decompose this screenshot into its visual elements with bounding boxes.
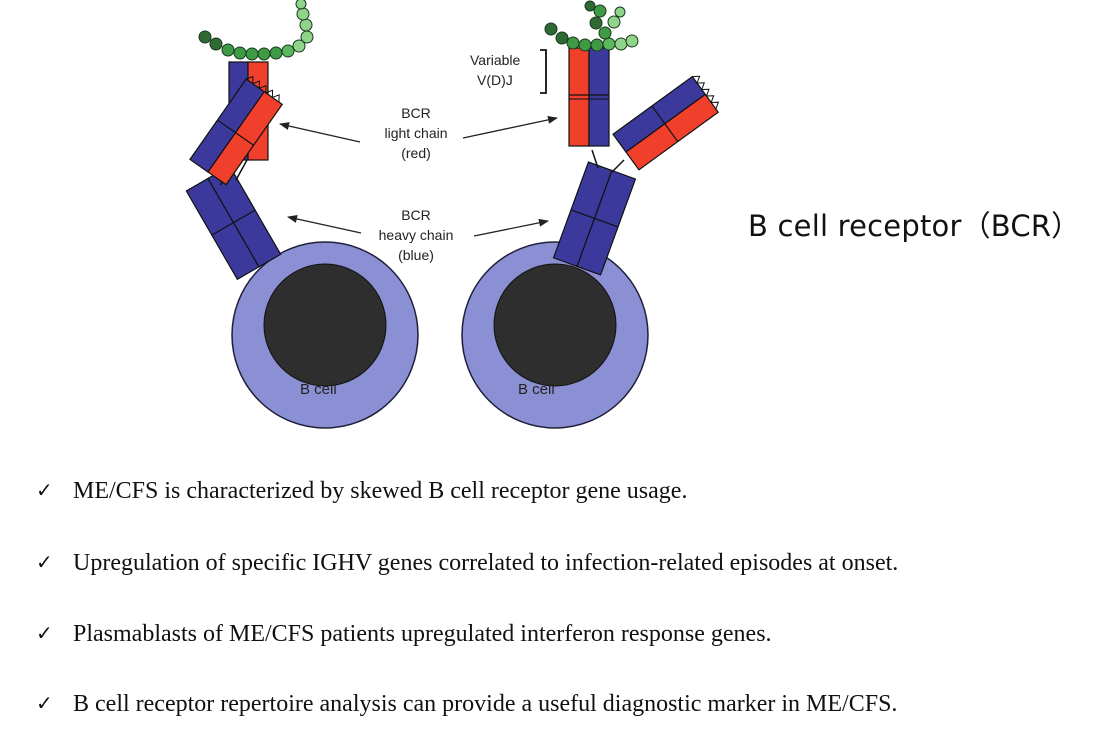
light-chain-arrow-right (462, 115, 558, 139)
right-cell-nucleus (493, 263, 617, 387)
finding-text: ME/CFS is characterized by skewed B cell… (73, 478, 688, 504)
left-diagonal-arm (189, 75, 284, 186)
right-b-cell: B cell (461, 241, 649, 429)
finding-text: B cell receptor repertoire analysis can … (73, 691, 898, 717)
variable-label-line1: Variable (470, 52, 521, 68)
heavy-chain-line1: BCR (401, 207, 431, 223)
check-icon: ✓ (36, 621, 53, 645)
left-cell-nucleus (263, 263, 387, 387)
heavy-chain-line2: heavy chain (379, 227, 454, 243)
finding-text: Plasmablasts of ME/CFS patients upregula… (73, 621, 772, 647)
bcr-diagram: B cell (185, 0, 720, 429)
light-chain-arrow-left (279, 122, 361, 143)
bcr-title: B cell receptor（BCR） (748, 209, 1081, 243)
finding-text: Upregulation of specific IGHV genes corr… (73, 550, 899, 576)
heavy-chain-annotation: BCR heavy chain (blue) (287, 207, 549, 263)
right-cell-label: B cell (518, 381, 555, 398)
left-antigen-beads (198, 0, 314, 61)
light-chain-line2: light chain (384, 125, 447, 141)
heavy-chain-arrow-left (287, 215, 362, 234)
check-icon: ✓ (36, 550, 53, 574)
left-b-cell: B cell (231, 241, 419, 429)
light-chain-line1: BCR (401, 105, 431, 121)
variable-region-bracket: Variable V(D)J (470, 49, 547, 94)
left-cell-label: B cell (300, 381, 337, 398)
right-diagonal-arm (612, 75, 720, 171)
light-chain-annotation: BCR light chain (red) (279, 105, 558, 161)
right-vertical-arm (568, 47, 610, 147)
heavy-chain-line3: (blue) (398, 247, 434, 263)
check-icon: ✓ (36, 691, 53, 715)
left-stalk (185, 165, 282, 281)
check-icon: ✓ (36, 478, 53, 502)
right-antigen-beads (544, 0, 639, 52)
heavy-chain-arrow-right (473, 218, 549, 237)
variable-label-line2: V(D)J (477, 72, 513, 88)
light-chain-line3: (red) (401, 145, 431, 161)
right-stalk (552, 161, 637, 276)
